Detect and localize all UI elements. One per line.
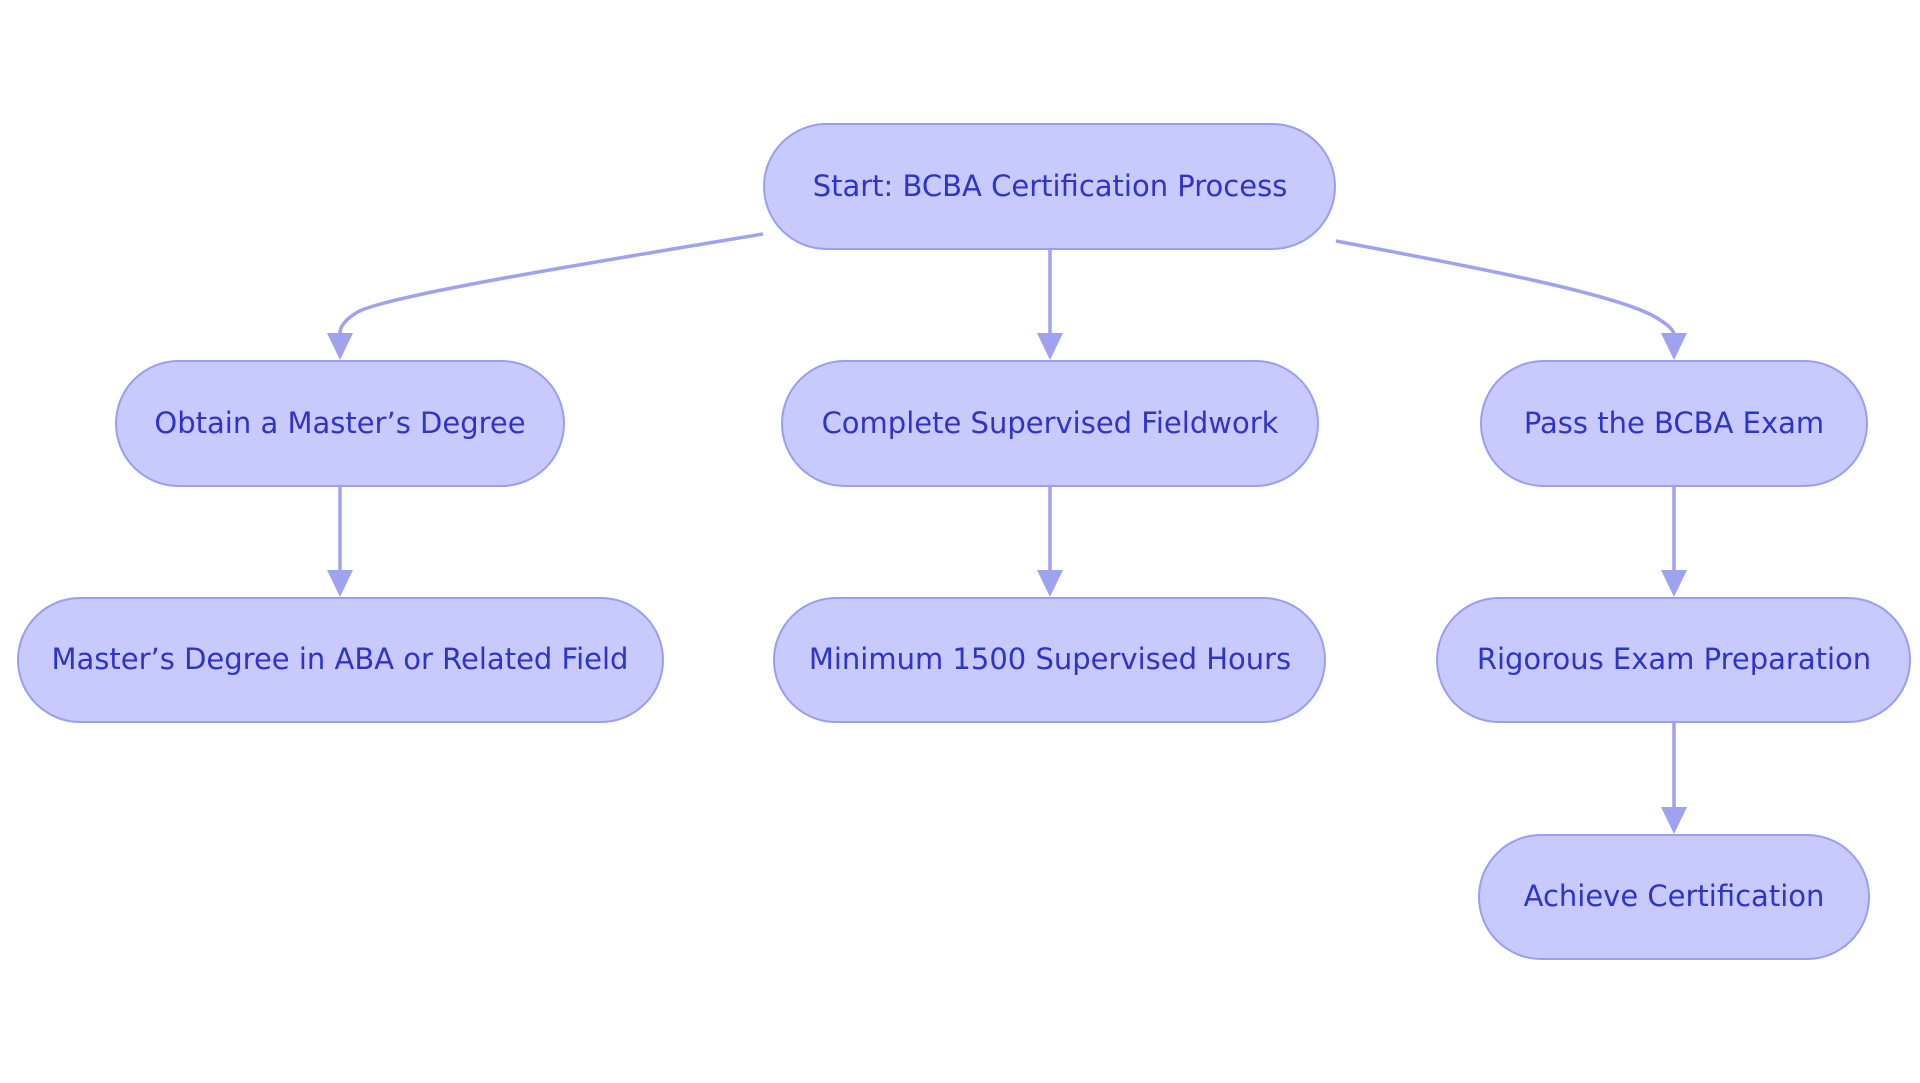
node-hours[interactable]: Minimum 1500 Supervised Hours — [773, 597, 1326, 723]
node-masters-label: Obtain a Master’s Degree — [154, 406, 525, 440]
node-masters-detail-label: Master’s Degree in ABA or Related Field — [52, 642, 629, 676]
edge-start-to-fieldwork — [1037, 249, 1063, 360]
edge-start-to-exam — [1335, 239, 1687, 360]
edge-exam-to-prep — [1661, 486, 1687, 597]
node-exam-label: Pass the BCBA Exam — [1524, 406, 1824, 440]
node-masters[interactable]: Obtain a Master’s Degree — [115, 360, 565, 487]
node-start[interactable]: Start: BCBA Certification Process — [763, 123, 1336, 250]
nodes: Start: BCBA Certification Process Obtain… — [17, 123, 1911, 960]
node-prep[interactable]: Rigorous Exam Preparation — [1436, 597, 1911, 723]
node-exam[interactable]: Pass the BCBA Exam — [1480, 360, 1868, 487]
node-hours-label: Minimum 1500 Supervised Hours — [809, 642, 1291, 676]
edge-fieldwork-to-hours — [1037, 486, 1063, 597]
node-fieldwork[interactable]: Complete Supervised Fieldwork — [781, 360, 1319, 487]
node-prep-label: Rigorous Exam Preparation — [1477, 642, 1871, 676]
edge-start-to-masters — [327, 232, 764, 360]
node-fieldwork-label: Complete Supervised Fieldwork — [822, 406, 1279, 440]
edge-prep-to-certify — [1661, 722, 1687, 834]
edge-masters-to-detail — [327, 486, 353, 597]
node-certify-label: Achieve Certification — [1524, 879, 1825, 913]
edges — [327, 232, 1687, 834]
node-masters-detail[interactable]: Master’s Degree in ABA or Related Field — [17, 597, 664, 723]
node-certify[interactable]: Achieve Certification — [1478, 834, 1870, 960]
node-start-label: Start: BCBA Certification Process — [813, 169, 1288, 203]
